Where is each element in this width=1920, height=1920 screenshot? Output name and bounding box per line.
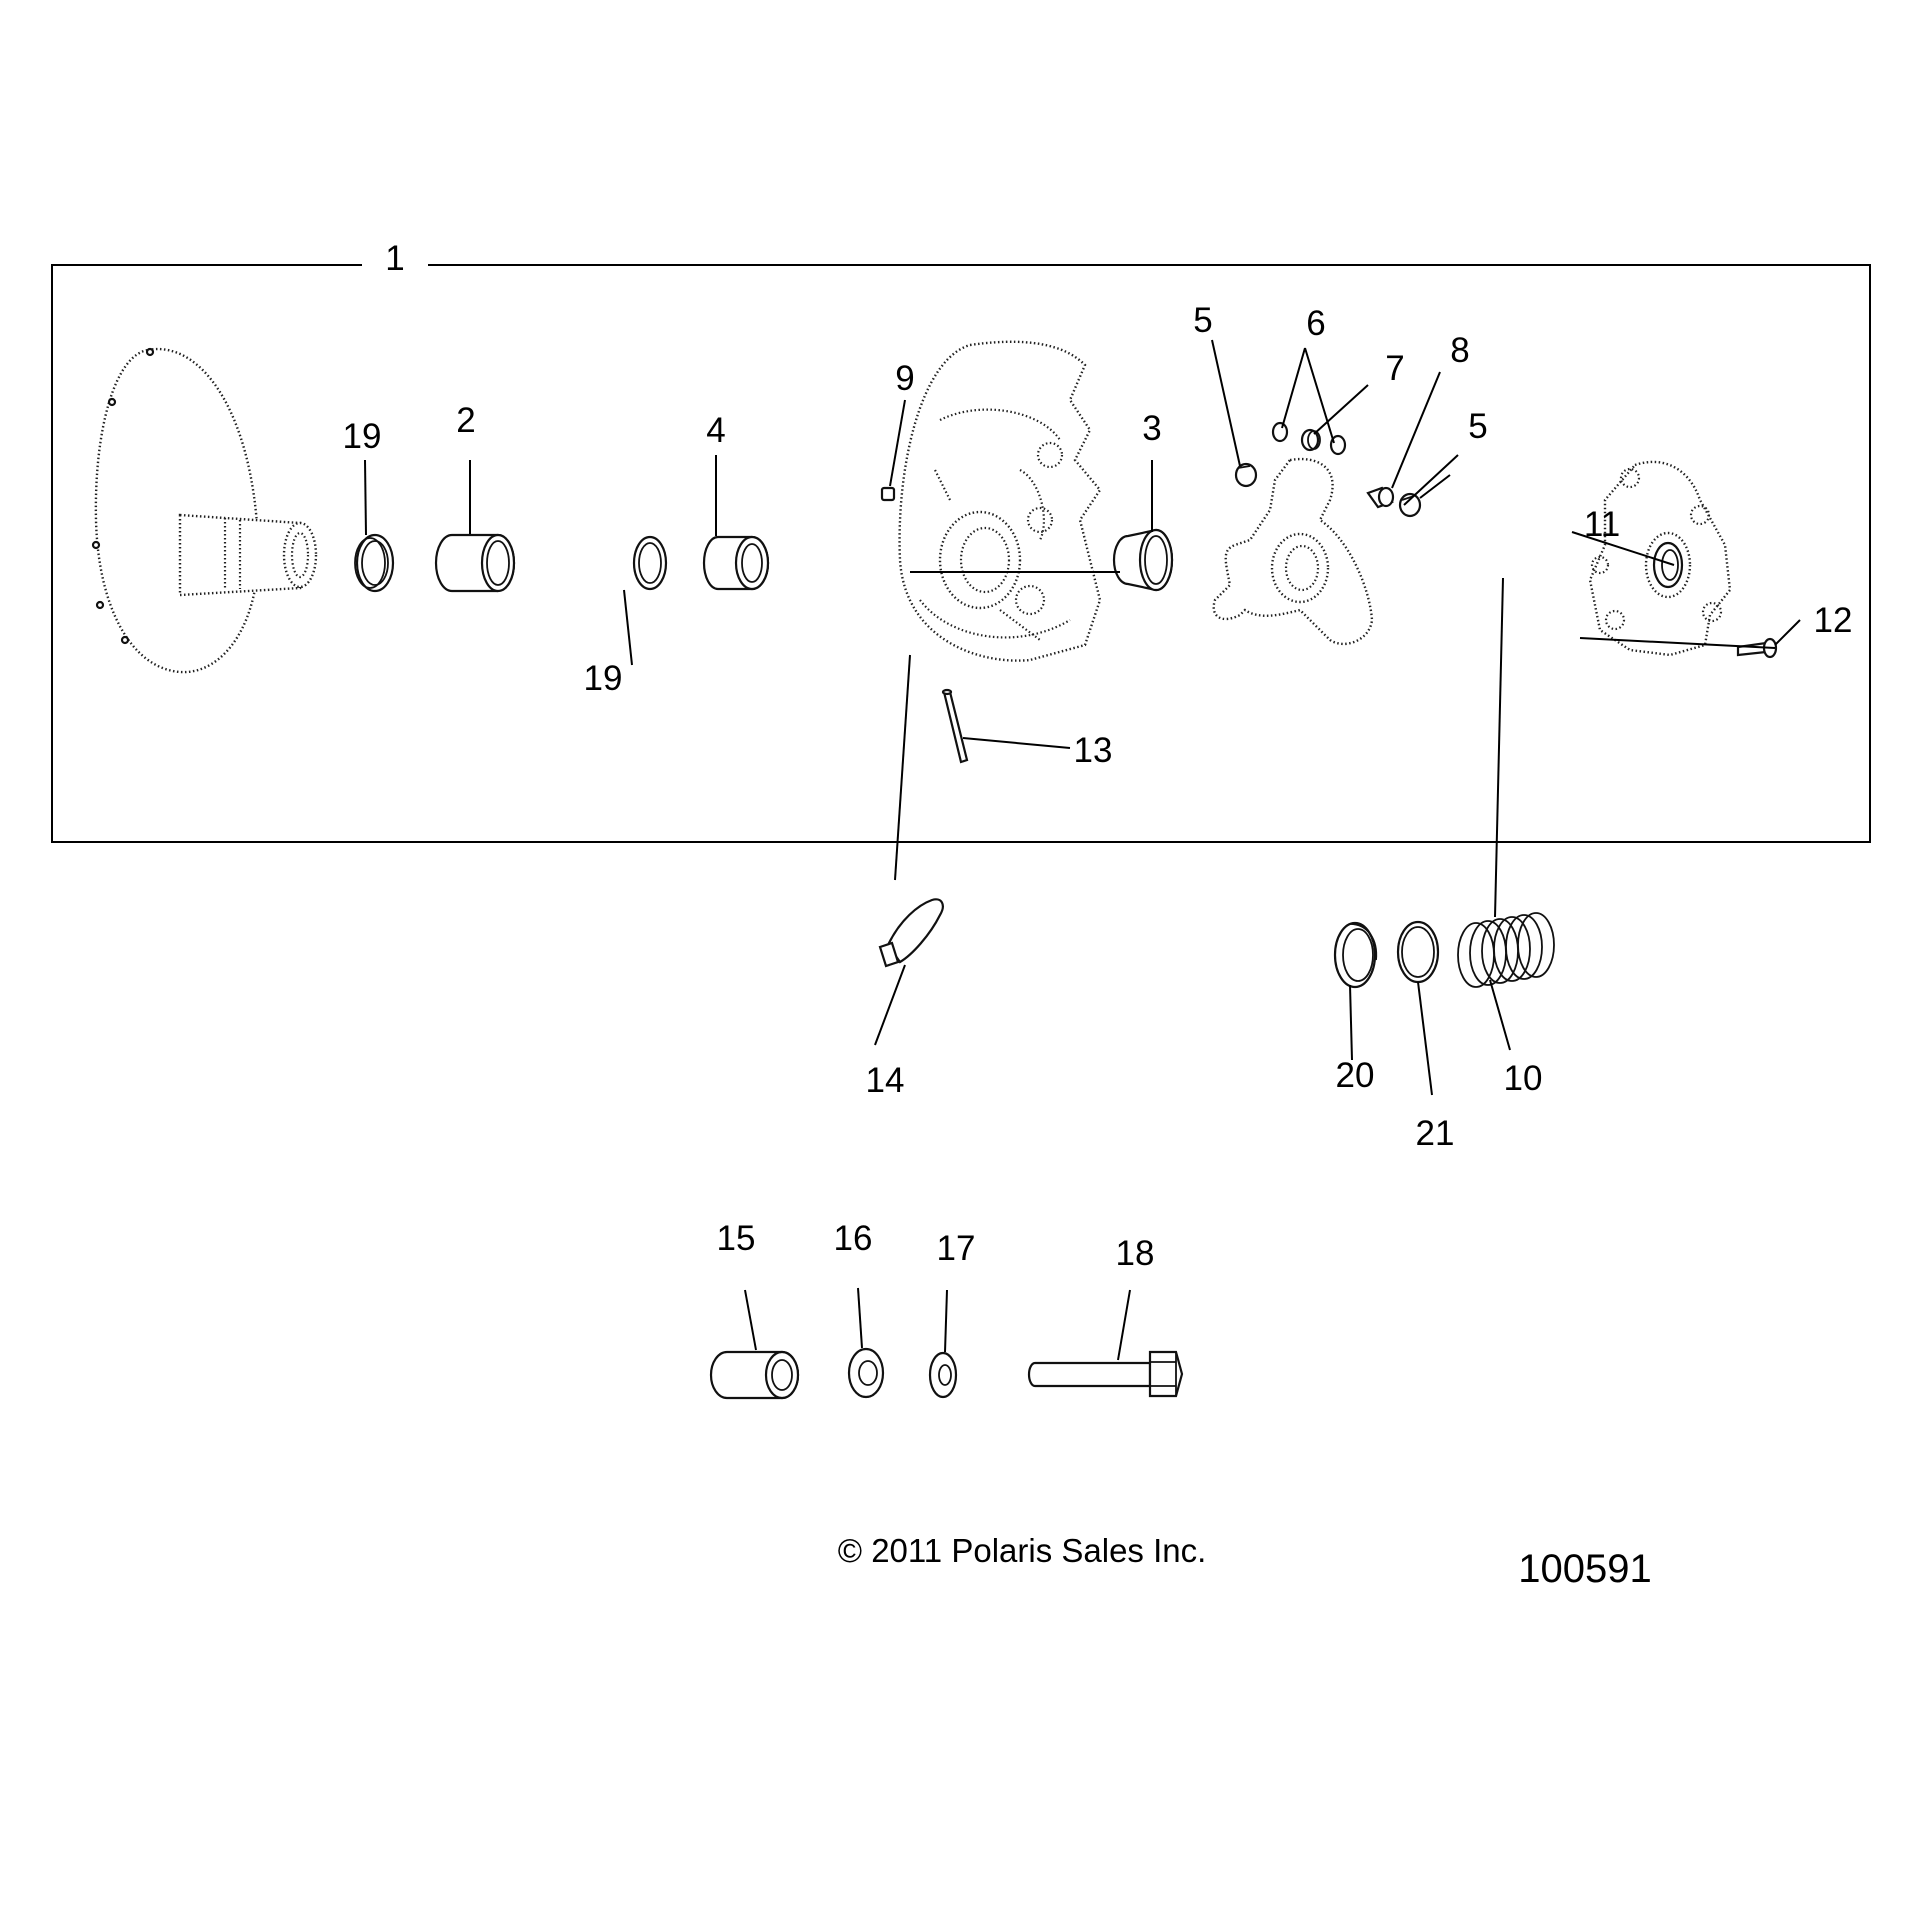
diagram-id: 100591 <box>1518 1547 1651 1591</box>
pin-8 <box>1366 486 1395 509</box>
callout-11: 11 <box>1584 505 1620 544</box>
callout-1: 1 <box>385 239 404 278</box>
button-5-left <box>1234 462 1258 488</box>
callout-5-right: 5 <box>1468 407 1487 446</box>
button-5-right <box>1398 492 1422 518</box>
bushing-2 <box>434 533 516 593</box>
washer-17 <box>928 1351 958 1399</box>
bushing-4 <box>702 535 770 591</box>
snap-ring-upper <box>354 533 395 593</box>
assembly-frame <box>51 264 1871 843</box>
callout-20: 20 <box>1336 1056 1375 1095</box>
callout-7: 7 <box>1385 349 1404 388</box>
callout-15: 15 <box>717 1219 756 1258</box>
callout-19-upper: 19 <box>343 417 382 456</box>
callout-14: 14 <box>866 1061 905 1100</box>
leader-lines <box>364 339 1801 1361</box>
callout-4: 4 <box>706 411 725 450</box>
ring-21 <box>1396 920 1440 984</box>
spacer-15 <box>709 1350 800 1400</box>
callout-17: 17 <box>937 1229 976 1268</box>
callout-5-left: 5 <box>1193 301 1212 340</box>
copyright-text: © 2011 Polaris Sales Inc. <box>838 1532 1207 1569</box>
spider <box>1212 457 1374 646</box>
callout-6: 6 <box>1306 304 1325 343</box>
callout-3: 3 <box>1142 409 1161 448</box>
stationary-sheave <box>91 347 318 674</box>
washer-16 <box>847 1347 885 1399</box>
snap-ring-lower <box>632 535 668 591</box>
callout-8: 8 <box>1450 331 1469 370</box>
callout-19-lower: 19 <box>584 659 623 698</box>
ring-20 <box>1333 921 1378 989</box>
callout-18: 18 <box>1116 1234 1155 1273</box>
set-screw-9 <box>880 486 896 502</box>
callout-10: 10 <box>1504 1059 1543 1098</box>
callouts: 1 19 2 4 19 9 3 5 6 7 8 5 11 12 13 14 20… <box>343 239 1853 1273</box>
callout-21: 21 <box>1416 1114 1455 1153</box>
spring-10 <box>1457 912 1555 988</box>
callout-12: 12 <box>1814 601 1853 640</box>
bolt-18 <box>1027 1350 1184 1398</box>
callout-13: 13 <box>1074 731 1113 770</box>
o-rings-6-7 <box>1271 421 1347 456</box>
cover-11 <box>1588 460 1732 657</box>
callout-9: 9 <box>895 359 914 398</box>
pin-13 <box>941 688 969 764</box>
callout-16: 16 <box>834 1219 873 1258</box>
bushing-3 <box>1112 528 1174 592</box>
weight-14 <box>878 898 944 968</box>
moveable-sheave <box>898 340 1102 662</box>
callout-2: 2 <box>456 401 475 440</box>
